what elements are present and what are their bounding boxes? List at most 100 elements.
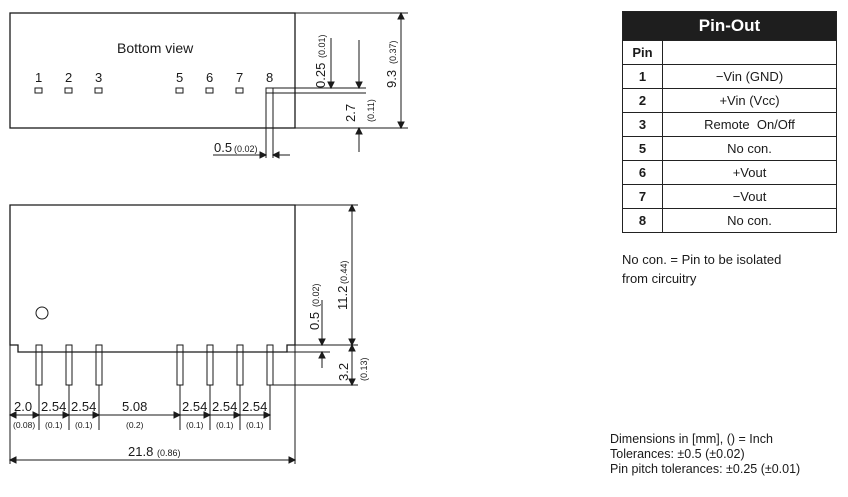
dim-11.2-inch: (0.44)	[339, 260, 349, 284]
bottom-view-label: Bottom view	[117, 40, 194, 56]
pinout-header-pin: Pin	[622, 40, 663, 65]
table-row: 7 −Vout	[622, 184, 837, 209]
note-line: from circuitry	[622, 271, 697, 286]
pitch-label: 2.54	[212, 399, 237, 414]
arrow-head	[32, 411, 41, 419]
pin-number: 3	[95, 70, 102, 85]
arrow-head	[203, 411, 212, 419]
pin-number: 7	[236, 70, 243, 85]
dim-3.2-inch: (0.13)	[359, 357, 369, 381]
pitch-label-inch: (0.1)	[246, 420, 264, 430]
pinout-function: Remote On/Off	[662, 112, 837, 137]
table-row: 1 −Vin (GND)	[622, 64, 837, 89]
pitch-label: 2.54	[41, 399, 66, 414]
note-line: No con. = Pin to be isolated	[622, 252, 782, 267]
arrow-head	[8, 411, 17, 419]
pitch-label: 2.0	[14, 399, 32, 414]
pitch-label: 2.54	[242, 399, 267, 414]
arrow-head	[259, 151, 268, 159]
pinout-pin: 5	[622, 136, 663, 161]
dim-0.25-inch: (0.01)	[317, 34, 327, 58]
pin-lead	[65, 344, 73, 386]
pin-lead	[236, 344, 244, 386]
dimension-note: Tolerances: ±0.5 (±0.02)	[610, 447, 745, 461]
dim-2.7-inch: (0.11)	[366, 99, 376, 122]
dim-0.5-standoff-inch: (0.02)	[311, 283, 321, 307]
dimension-notes: Dimensions in [mm], () = Inch Tolerances…	[610, 432, 800, 477]
dim-2.7: 2.7	[343, 104, 358, 122]
dim-21.8: 21.8	[128, 444, 153, 459]
pinout-title: Pin-Out	[622, 11, 837, 41]
arrow-head	[397, 11, 405, 20]
pitch-label: 2.54	[182, 399, 207, 414]
pinout-header-function	[662, 40, 837, 65]
isolation-note: No con. = Pin to be isolated from circui…	[622, 250, 781, 288]
dimension-note: Dimensions in [mm], () = Inch	[610, 432, 773, 446]
arrow-head	[348, 378, 356, 387]
pinout-pin: 6	[622, 160, 663, 185]
arrow-head	[327, 81, 335, 90]
dimension-note: Pin pitch tolerances: ±0.25 (±0.01)	[610, 462, 801, 476]
pinout-pin: 7	[622, 184, 663, 209]
dim-3.2: 3.2	[336, 363, 351, 381]
pin-lead	[206, 344, 214, 386]
pinout-function: No con.	[662, 208, 837, 233]
pin-pad	[235, 87, 244, 94]
pitch-label: 5.08	[122, 399, 147, 414]
arrow-head	[318, 350, 326, 359]
arrow-head	[355, 81, 363, 90]
arrow-head	[62, 411, 71, 419]
dim-0.25: 0.25	[313, 63, 328, 88]
pinout-pin: 2	[622, 88, 663, 113]
bottom-view-outline	[9, 12, 296, 129]
pinout-function: −Vin (GND)	[662, 64, 837, 89]
pin1-marker	[35, 306, 49, 320]
table-row: 5 No con.	[622, 136, 837, 161]
table-row: 2 +Vin (Vcc)	[622, 88, 837, 113]
pin-pad	[205, 87, 214, 94]
arrow-head	[348, 338, 356, 347]
pitch-label-inch: (0.1)	[45, 420, 63, 430]
pin-number: 8	[266, 70, 273, 85]
pin-pad	[94, 87, 103, 94]
dim-21.8-inch: (0.86)	[157, 448, 181, 458]
dim-0.5-standoff: 0.5	[307, 312, 322, 330]
pitch-label-inch: (0.1)	[186, 420, 204, 430]
arrow-head	[263, 411, 272, 419]
pin-pad	[265, 87, 274, 94]
pitch-label-inch: (0.2)	[126, 420, 144, 430]
pinout-function: +Vout	[662, 160, 837, 185]
arrow-head	[348, 343, 356, 352]
arrow-head	[318, 338, 326, 347]
table-row: 8 No con.	[622, 208, 837, 233]
pin-pad	[34, 87, 43, 94]
table-row: 3 Remote On/Off	[622, 112, 837, 137]
pitch-label-inch: (0.08)	[13, 420, 35, 430]
dim-11.2: 11.2	[335, 286, 350, 310]
pinout-function: +Vin (Vcc)	[662, 88, 837, 113]
arrow-head	[8, 456, 17, 464]
pinout-pin: 1	[622, 64, 663, 89]
arrow-head	[173, 411, 182, 419]
dim-0.5-pad-inch: (0.02)	[234, 144, 258, 154]
dim-9.3: 9.3	[384, 70, 399, 88]
pinout-pin: 3	[622, 112, 663, 137]
dim-0.5-pad: 0.5	[214, 140, 232, 155]
pin-lead	[95, 344, 103, 386]
pin-lead	[266, 344, 274, 386]
arrow-head	[288, 456, 297, 464]
pin-number: 5	[176, 70, 183, 85]
dim-9.3-inch: (0.37)	[388, 40, 398, 64]
pin-lead	[176, 344, 184, 386]
arrow-head	[355, 126, 363, 135]
pin-lead	[35, 344, 43, 386]
arrow-head	[348, 203, 356, 212]
pin-pad	[175, 87, 184, 94]
side-view-outline	[9, 204, 296, 353]
pin-number: 6	[206, 70, 213, 85]
pinout-function: No con.	[662, 136, 837, 161]
arrow-head	[397, 121, 405, 130]
pin-number: 2	[65, 70, 72, 85]
arrow-head	[92, 411, 101, 419]
